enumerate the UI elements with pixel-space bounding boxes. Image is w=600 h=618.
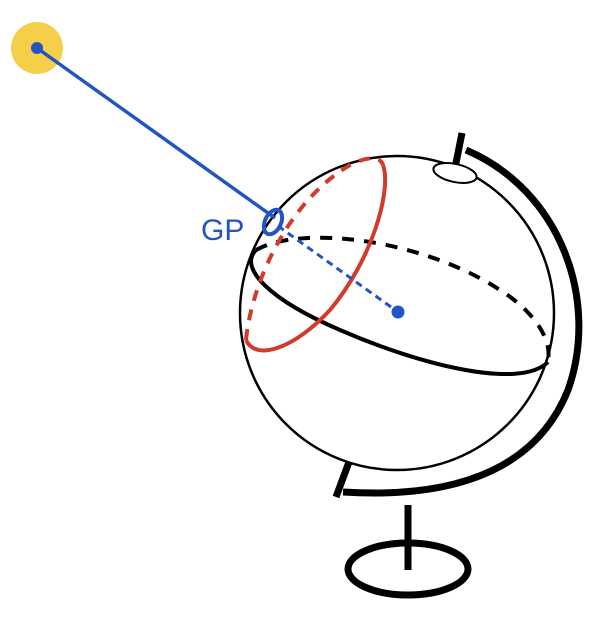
north-pole-cap: [432, 162, 478, 184]
meridian-arc: [342, 146, 583, 497]
equator-front: [249, 248, 550, 377]
meridian-top-pin: [451, 132, 466, 169]
star-ray: [35, 46, 277, 220]
earth-center-dot: [391, 305, 405, 319]
meridian-bottom-pin: [332, 460, 353, 499]
gp-label: GP: [201, 214, 244, 247]
circle-of-equal-altitude-front: [244, 164, 388, 353]
equator-back: [255, 235, 551, 361]
circle-of-equal-altitude-back: [244, 156, 385, 341]
gp-marker: [261, 207, 285, 237]
gp-to-center-line: [277, 224, 399, 314]
